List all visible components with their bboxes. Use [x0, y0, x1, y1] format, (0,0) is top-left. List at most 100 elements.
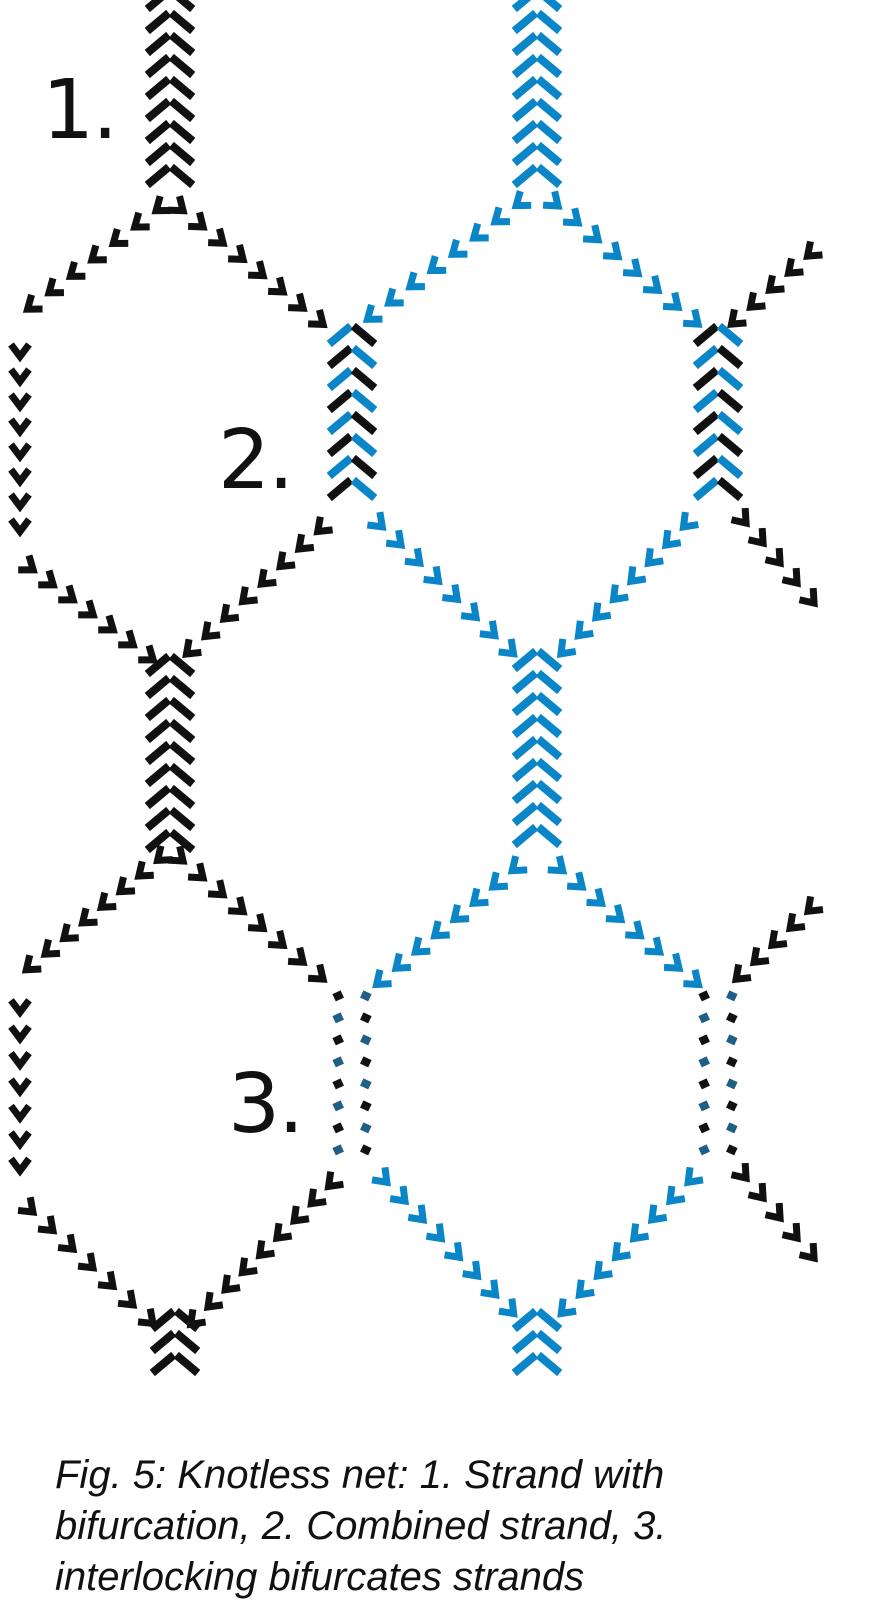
strand-chevron — [405, 271, 425, 291]
strand-chevron — [644, 547, 664, 568]
braid-segment — [692, 322, 720, 348]
strand-chevron — [661, 529, 682, 550]
strand-chevron — [389, 1185, 410, 1206]
strand-chevron — [498, 1298, 518, 1318]
braid-segment — [511, 163, 539, 189]
strand-chevron — [371, 1166, 391, 1187]
strand-chevron — [57, 1233, 78, 1254]
strand-chevron — [574, 620, 594, 640]
braid-segment — [535, 53, 563, 79]
braid-segment — [326, 344, 354, 370]
strand-chevron — [8, 1077, 32, 1098]
braid-segment — [332, 1144, 344, 1156]
strand-black — [18, 554, 158, 664]
braid-segment — [511, 1329, 539, 1355]
braid-segment — [698, 1144, 710, 1156]
braid-segment — [511, 669, 539, 695]
braid-segment — [535, 97, 563, 123]
braid-segment — [173, 1307, 201, 1333]
strand-chevron — [22, 293, 43, 313]
strand-chevron — [324, 1171, 344, 1191]
braid-segment — [168, 163, 196, 189]
strand-chevron — [307, 963, 328, 983]
strand-blue — [542, 190, 703, 328]
braid-segment — [726, 1122, 738, 1134]
strand-chevron — [727, 308, 747, 329]
strand-chevron — [8, 442, 32, 463]
braid-segment — [326, 388, 354, 414]
label-strand-with-bifurcation: 1. — [42, 63, 118, 158]
braid-segment — [716, 344, 744, 370]
net-strands — [8, 190, 824, 1329]
braid-segment — [535, 75, 563, 101]
braid-segment — [535, 1329, 563, 1355]
braid-segment — [698, 1034, 710, 1046]
braid-segment — [511, 53, 539, 79]
braid-segment — [360, 1012, 372, 1024]
strand-chevron — [679, 511, 699, 532]
braid-segment — [332, 1012, 344, 1024]
braid-segment — [144, 9, 172, 35]
strand-chevron — [784, 257, 804, 278]
strand-chevron — [683, 969, 703, 989]
strand-chevron — [8, 517, 32, 538]
label-interlocking-strands: 3. — [228, 1057, 304, 1152]
strand-blue — [547, 855, 703, 989]
strand-chevron — [556, 638, 577, 659]
strand-blue — [556, 511, 699, 659]
strand-chevron — [21, 954, 42, 974]
braid-segment — [716, 454, 744, 480]
strand-chevron — [38, 569, 58, 589]
strand-chevron — [247, 260, 268, 280]
braid-segment — [726, 1012, 738, 1024]
strand-chevron — [366, 511, 387, 531]
strand-black — [731, 895, 824, 984]
strand-chevron — [562, 207, 583, 227]
strand-chevron — [221, 1274, 241, 1294]
braid-segment — [698, 1056, 710, 1068]
strand-chevron — [151, 195, 172, 215]
braid-segment — [535, 9, 563, 35]
braid-segment — [535, 141, 563, 167]
strand-chevron — [294, 533, 315, 553]
braid-segment — [168, 141, 196, 167]
strand-chevron — [59, 923, 79, 943]
joint-combined — [326, 322, 378, 502]
strand-chevron — [410, 936, 431, 956]
strand-chevron — [307, 308, 328, 329]
strand-chevron — [372, 969, 392, 989]
strand-chevron — [8, 367, 32, 388]
joint-interlocking — [698, 990, 738, 1156]
braid-segment — [511, 119, 539, 145]
braid-segment — [168, 652, 196, 678]
strand-chevron — [407, 1204, 428, 1224]
braid-segment — [692, 476, 720, 502]
strand-chevron — [65, 260, 86, 280]
braid-segment — [168, 696, 196, 722]
strand-chevron — [749, 946, 770, 967]
strand-chevron — [575, 1279, 595, 1299]
braid-segment — [535, 735, 563, 761]
braid-segment — [326, 432, 354, 458]
braid-segment — [716, 366, 744, 392]
strand-chevron — [490, 206, 510, 226]
strand-chevron — [167, 845, 188, 865]
braid-segment — [149, 1329, 177, 1355]
strand-chevron — [662, 291, 683, 312]
strand-chevron — [247, 913, 268, 933]
joint-interlocking — [332, 990, 372, 1156]
braid-segment — [173, 1329, 201, 1355]
braid-segment — [332, 1034, 344, 1046]
braid-segment — [173, 1351, 201, 1377]
strand-chevron — [117, 1289, 138, 1309]
strand-chevron — [307, 1188, 327, 1208]
strand-chevron — [238, 586, 258, 606]
braid-segment — [326, 410, 354, 436]
braid-segment — [144, 141, 172, 167]
strand-chevron — [97, 1270, 118, 1291]
strand-chevron — [287, 292, 308, 312]
strand-chevron — [731, 963, 752, 984]
strand-black — [8, 998, 32, 1177]
strand-chevron — [430, 920, 450, 940]
strand-chevron — [238, 1257, 258, 1277]
